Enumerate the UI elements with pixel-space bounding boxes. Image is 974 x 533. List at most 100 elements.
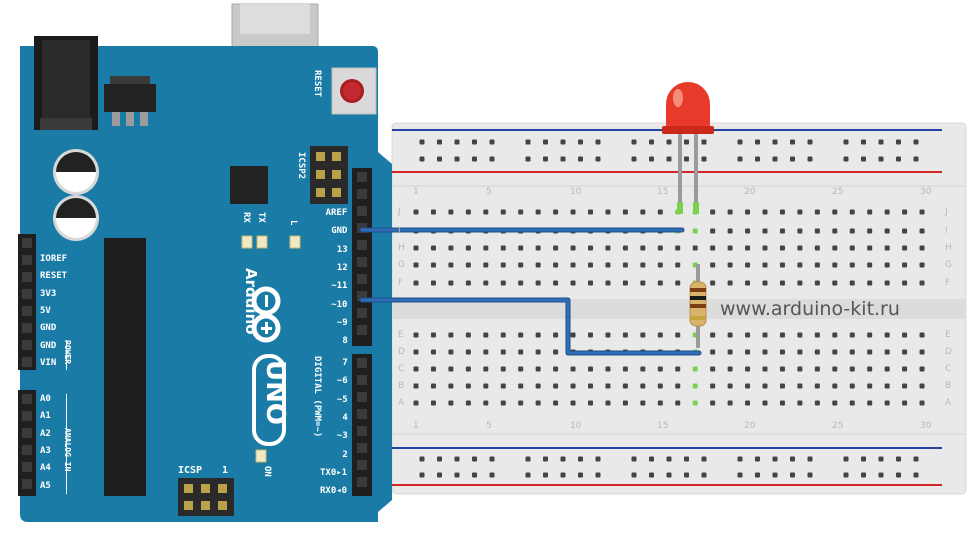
terminal-hole — [832, 209, 838, 215]
rail-hole — [525, 472, 531, 478]
terminal-hole — [465, 366, 471, 372]
led-highlight — [673, 89, 683, 107]
terminal-hole — [849, 228, 855, 234]
terminal-hole — [535, 245, 541, 251]
terminal-hole — [483, 280, 489, 286]
rail-hole — [878, 472, 884, 478]
terminal-hole — [500, 245, 506, 251]
header-socket — [357, 460, 367, 470]
header-socket — [22, 357, 32, 367]
column-number: 20 — [744, 187, 756, 197]
terminal-hole — [867, 349, 873, 355]
smd-led — [289, 235, 301, 249]
column-number: 15 — [657, 421, 669, 431]
rail-hole — [861, 472, 866, 478]
rail-hole — [790, 456, 795, 462]
terminal-hole — [902, 366, 908, 372]
terminal-hole — [762, 332, 768, 338]
terminal-hole — [675, 400, 681, 406]
terminal-hole — [588, 400, 593, 406]
terminal-hole — [762, 228, 768, 234]
terminal-hole — [570, 400, 576, 406]
terminal-hole — [797, 280, 803, 286]
terminal-hole — [762, 349, 768, 355]
terminal-hole — [727, 280, 733, 286]
column-number: 1 — [413, 187, 419, 197]
rail-hole — [737, 456, 743, 462]
rail-hole — [913, 456, 919, 462]
terminal-hole — [867, 383, 873, 389]
terminal-hole — [902, 383, 908, 389]
terminal-hole — [622, 400, 628, 406]
rail-hole — [560, 139, 566, 145]
rail-hole — [755, 139, 760, 145]
terminal-hole — [727, 349, 733, 355]
terminal-hole — [849, 383, 855, 389]
terminal-hole — [675, 366, 681, 372]
icsp-pin1-label: 1 — [222, 465, 229, 476]
wire-pin10 — [360, 298, 701, 355]
terminal-hole — [745, 400, 751, 406]
terminal-hole — [762, 366, 768, 372]
rail-hole — [737, 156, 743, 162]
row-letter: F — [398, 278, 404, 288]
row-letter: D — [945, 347, 952, 357]
terminal-hole — [448, 262, 454, 268]
terminal-hole — [692, 228, 698, 234]
terminal-hole — [518, 400, 524, 406]
row-letter: G — [398, 260, 405, 270]
resistor-band — [690, 296, 706, 300]
terminal-hole — [814, 262, 820, 268]
rail-hole — [454, 156, 460, 162]
terminal-hole — [448, 366, 454, 372]
rail-hole — [913, 156, 919, 162]
rail-hole — [772, 139, 778, 145]
terminal-hole — [832, 280, 838, 286]
terminal-hole — [814, 383, 820, 389]
rail-hole — [790, 156, 795, 162]
header-pin — [184, 501, 193, 510]
rx-label: RX — [241, 212, 251, 223]
terminal-hole — [622, 366, 628, 372]
header-socket — [22, 238, 32, 248]
column-number: 20 — [744, 421, 756, 431]
rail-hole — [755, 456, 760, 462]
terminal-hole — [413, 400, 419, 406]
terminal-hole — [745, 349, 751, 355]
terminal-hole — [779, 209, 785, 215]
terminal-hole — [483, 349, 489, 355]
terminal-hole — [535, 262, 541, 268]
arduino-board — [18, 3, 392, 522]
terminal-hole — [465, 209, 471, 215]
terminal-hole — [640, 366, 646, 372]
power-header — [18, 234, 36, 370]
terminal-hole — [413, 383, 419, 389]
terminal-hole — [919, 245, 925, 251]
terminal-hole — [657, 209, 663, 215]
terminal-hole — [779, 228, 785, 234]
row-letter: C — [398, 364, 405, 374]
header-socket — [22, 445, 32, 455]
analog-pin-label: A4 — [40, 463, 51, 474]
rail-hole — [807, 156, 813, 162]
terminal-hole — [413, 366, 419, 372]
terminal-hole — [832, 400, 838, 406]
terminal-hole — [430, 262, 436, 268]
terminal-hole — [779, 383, 785, 389]
terminal-hole — [919, 366, 925, 372]
terminal-hole — [884, 332, 890, 338]
rail-hole — [684, 139, 689, 145]
terminal-hole — [430, 209, 436, 215]
capacitor-mark — [56, 198, 96, 218]
header-socket — [22, 394, 32, 404]
rail-hole — [525, 156, 531, 162]
terminal-hole — [797, 262, 803, 268]
terminal-hole — [867, 280, 873, 286]
icsp-header — [178, 478, 234, 516]
power-jack-inner — [42, 40, 90, 122]
row-letter: E — [945, 330, 951, 340]
terminal-hole — [518, 349, 524, 355]
header-socket — [357, 308, 367, 318]
rail-hole — [472, 456, 477, 462]
terminal-hole — [902, 280, 908, 286]
